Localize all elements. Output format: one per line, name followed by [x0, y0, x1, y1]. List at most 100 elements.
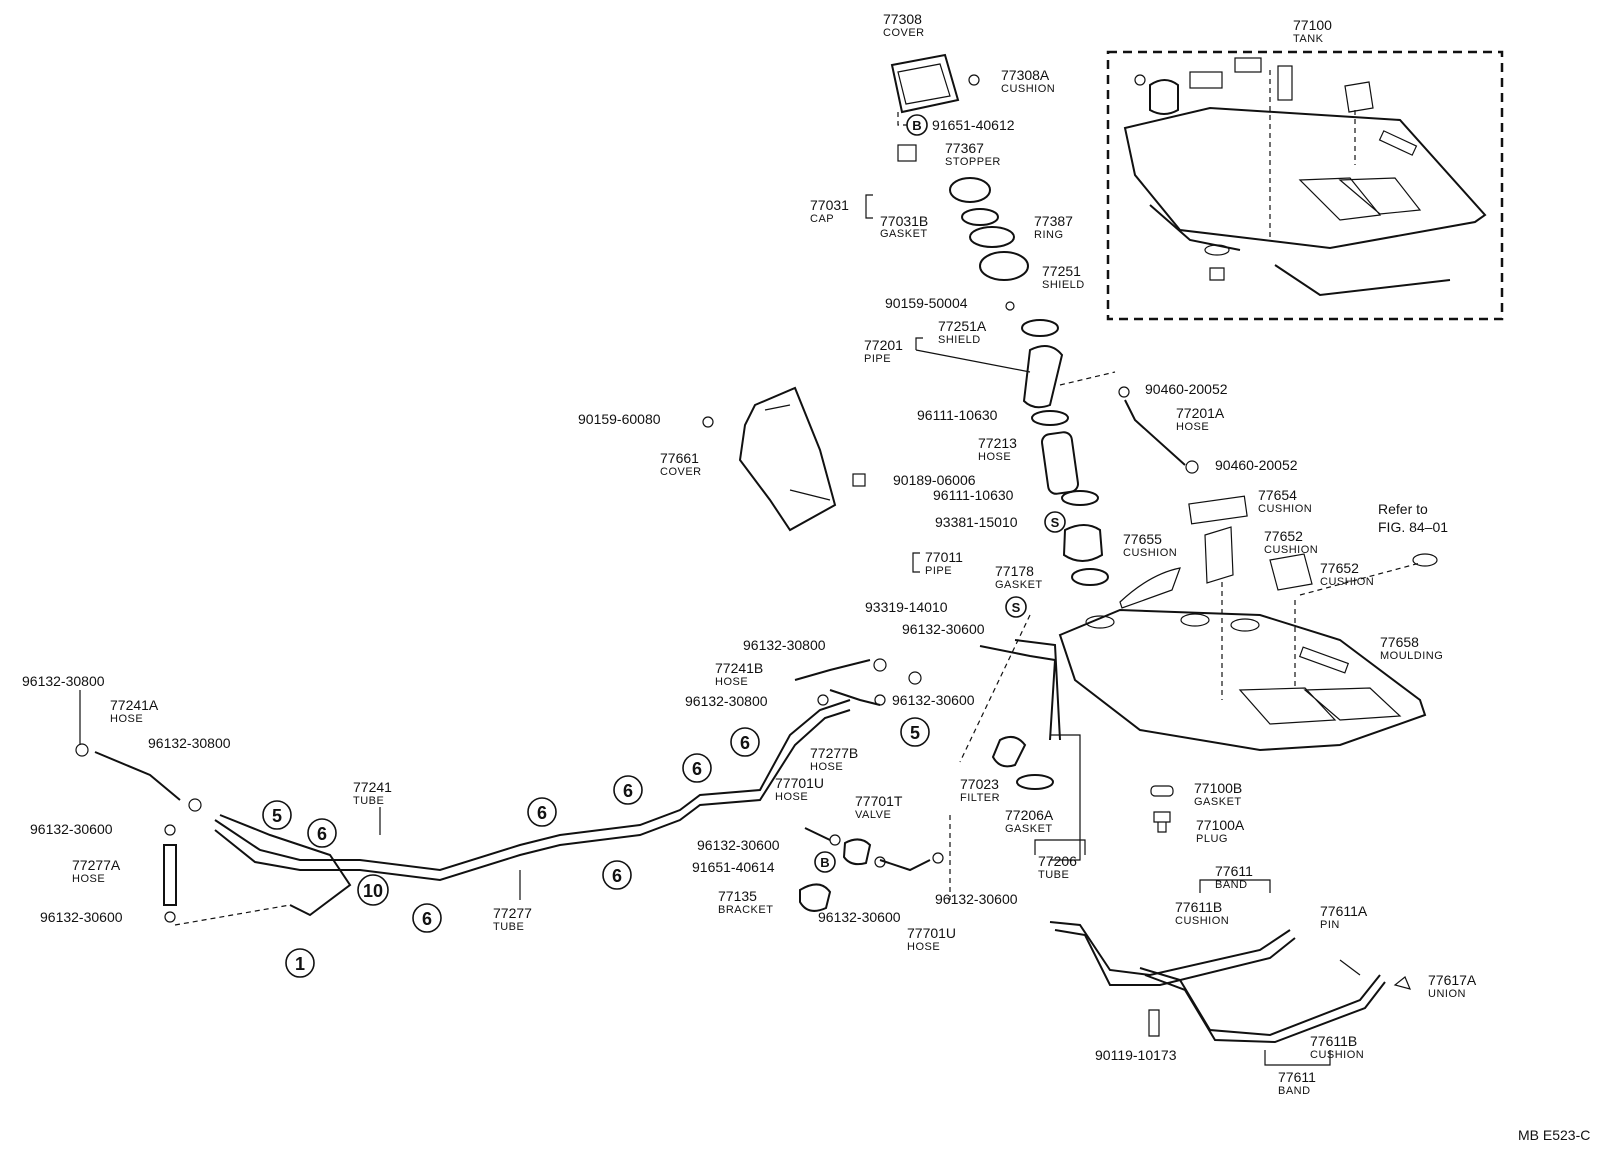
callout-6a-text: 6 [317, 824, 327, 844]
part-labels: 77308 COVER 77308A CUSHION 91651-40612 7… [22, 11, 1590, 1143]
label-77611b-t: 77611B [1175, 899, 1222, 915]
refer-fig-part-icon [1412, 553, 1438, 567]
sublabel-77100: TANK [1293, 33, 1324, 45]
sublabel-77251a: SHIELD [938, 334, 981, 346]
filler-neck-group [890, 53, 1116, 409]
main-tank-group [1058, 495, 1438, 752]
label-77251: 77251 [1042, 263, 1081, 279]
label-77031: 77031 [810, 197, 849, 213]
label-77213: 77213 [978, 435, 1017, 451]
callout-5a [262, 800, 292, 830]
label-96132-30600-l: 96132-30600 [30, 821, 113, 837]
cushion-77652b-icon [1269, 553, 1313, 591]
callout-6b-text: 6 [422, 909, 432, 929]
label-77277: 77277 [493, 905, 532, 921]
label-77661: 77661 [660, 450, 699, 466]
union-77617a-icon [1393, 976, 1412, 990]
tank-cushion-vertical [1277, 65, 1293, 101]
sublabel-77241: TUBE [353, 795, 384, 807]
tank-gasket-top [1189, 71, 1223, 89]
tank-sender-unit [1149, 79, 1179, 115]
sublabel-77367: STOPPER [945, 156, 1001, 168]
tank-recess-upper [1298, 177, 1422, 221]
filler-pipe-icon [1022, 345, 1064, 409]
callout-6d [602, 860, 632, 890]
clamp-96132-30600-r [932, 852, 944, 864]
label-77201a: 77201A [1176, 405, 1225, 421]
cushion-77652a-icon [1204, 526, 1234, 584]
label-77308: 77308 [883, 11, 922, 27]
sublabel-77308a: CUSHION [1001, 83, 1055, 95]
sublabel-77100b: GASKET [1194, 796, 1242, 808]
refer-leader-line [1299, 562, 1421, 596]
valve-77701t-icon [842, 838, 872, 866]
sublabel-77655: CUSHION [1123, 547, 1177, 559]
callout-6c [527, 797, 557, 827]
clamp-96132-30800-l2 [188, 798, 202, 812]
sublabel-77201: PIPE [864, 353, 891, 365]
band-77611-top [1049, 921, 1291, 977]
sublabel-77611-t: BAND [1215, 879, 1248, 891]
label-96132-30800-l2: 96132-30800 [148, 735, 231, 751]
hose-clamp-96111-b [1061, 490, 1099, 506]
sublabel-77213: HOSE [978, 451, 1011, 463]
gasket-77178 [1071, 568, 1109, 586]
sublabel-77241a: HOSE [110, 713, 143, 725]
label-77100b: 77100B [1194, 780, 1242, 796]
sublabel-77031b: GASKET [880, 228, 928, 240]
nut-90189 [852, 473, 866, 487]
label-77701u-a: 77701U [775, 775, 824, 791]
sublabel-77277: TUBE [493, 921, 524, 933]
clamp-96132-30800-t [873, 658, 887, 672]
label-91651-40612: 91651-40612 [932, 117, 1015, 133]
tank-band-right [1274, 264, 1451, 297]
tank-cushion-guides [1221, 582, 1296, 700]
label-96132-30800-m: 96132-30800 [685, 693, 768, 709]
bracket-77206 [1050, 734, 1081, 861]
band-77611-top-inner [1054, 929, 1296, 986]
label-96132-30600-t: 96132-30600 [902, 621, 985, 637]
callout-6e-text: 6 [623, 781, 633, 801]
tank-assembly-group [1106, 50, 1504, 321]
gasket-77206a-icon [1016, 774, 1054, 790]
sublabel-77701u-b: HOSE [907, 941, 940, 953]
label-96132-30600-b: 96132-30600 [818, 909, 901, 925]
fuel-tank-shape-upper [1123, 106, 1487, 250]
callout-5a-text: 5 [272, 806, 282, 826]
moulding-77658-icon [1298, 646, 1350, 674]
callout-b2-text: B [820, 855, 829, 870]
drain-gasket-icon [1150, 785, 1174, 797]
cap-gasket-icon [961, 208, 999, 226]
callout-6g-text: 6 [740, 733, 750, 753]
tank-drain-gasket [1204, 244, 1230, 256]
bracket-77611-bottom [1264, 1050, 1331, 1066]
label-77206: 77206 [1038, 853, 1077, 869]
label-91651-40614: 91651-40614 [692, 859, 775, 875]
callout-6e [613, 775, 643, 805]
label-77617a: 77617A [1428, 972, 1477, 988]
label-90460-b: 90460-20052 [1215, 457, 1298, 473]
sender-leader-lines [949, 614, 1031, 900]
label-77241b: 77241B [715, 660, 763, 676]
clamp-96132-30600-t [908, 671, 922, 685]
hose-77701u-a-icon [804, 827, 831, 841]
filler-pipe-leader [1059, 371, 1116, 386]
sublabel-77031: CAP [810, 213, 834, 225]
tank-assembly-dashed-box [1106, 50, 1504, 321]
breather-hose-77201a [1124, 399, 1186, 466]
sender-tube-group [949, 614, 1081, 900]
sublabel-77611b-b: CUSHION [1310, 1049, 1364, 1061]
tank-drain-plug [1209, 267, 1225, 281]
filter-77023-icon [991, 735, 1027, 768]
label-77654: 77654 [1258, 487, 1297, 503]
callout-10 [357, 874, 389, 906]
sublabel-77178: GASKET [995, 579, 1043, 591]
fuel-lines-group [75, 658, 944, 926]
label-77031b: 77031B [880, 213, 928, 229]
callout-s1 [1044, 511, 1066, 533]
filler-hose-77213 [1041, 431, 1079, 495]
tank-cushion-top [1234, 57, 1262, 73]
refer-line2: FIG. 84–01 [1378, 519, 1448, 535]
cover-77661-detail [764, 404, 831, 501]
callout-1-text: 1 [295, 954, 305, 974]
